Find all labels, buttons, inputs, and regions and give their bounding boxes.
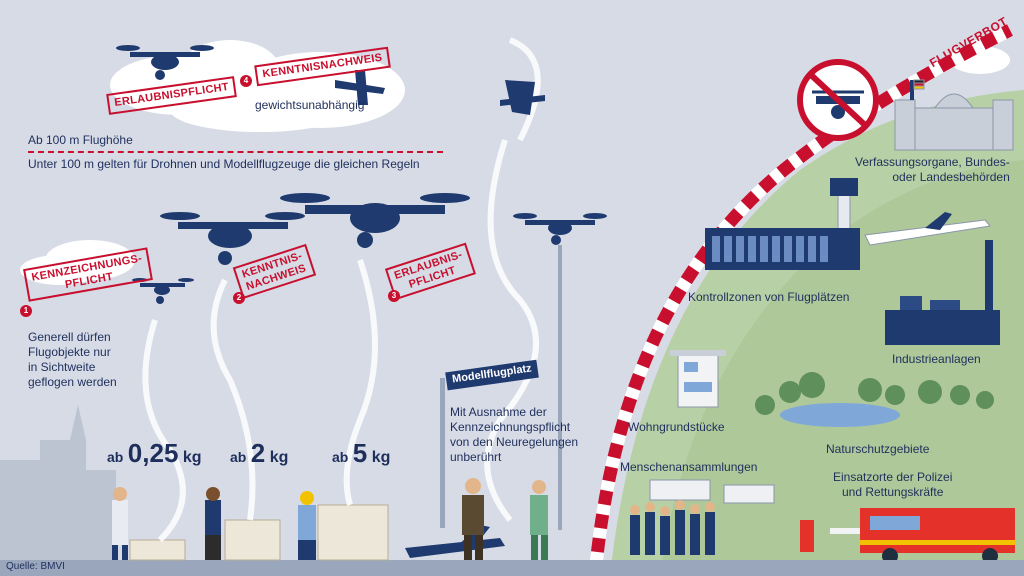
crowd xyxy=(630,479,775,555)
zone-government: Verfassungsorgane, Bundes- oder Landesbe… xyxy=(855,155,1010,185)
pedestals xyxy=(129,504,389,561)
model-plane-top xyxy=(335,70,385,105)
sight-rule-line3: in Sichtweite xyxy=(28,360,96,374)
nature-reserve xyxy=(755,372,994,427)
zone-government-line1: Verfassungsorgane, Bundes- xyxy=(855,155,1010,169)
weight-prefix: ab xyxy=(107,449,124,465)
sight-rule-text: Generell dürfen Flugobjekte nur in Sicht… xyxy=(28,330,117,390)
weight-threshold-2: ab 2 kg xyxy=(230,438,288,469)
model-plane-upside xyxy=(500,80,545,115)
zone-airports: Kontrollzonen von Flugplätzen xyxy=(688,290,850,304)
weight-threshold-3: ab 5 kg xyxy=(332,438,390,469)
zone-residential: Wohngrundstücke xyxy=(628,420,725,434)
sight-rule-line2: Flugobjekte nur xyxy=(28,345,111,359)
zone-government-line2: oder Landesbehörden xyxy=(892,170,1010,184)
weight-independent-note: gewichtsunabhängig xyxy=(255,98,365,112)
model-airfield-line2: Kennzeichnungspflicht xyxy=(450,420,571,434)
zone-industry: Industrieanlagen xyxy=(892,352,981,366)
model-airfield-text: Mit Ausnahme der Kennzeichnungspflicht v… xyxy=(450,405,578,465)
model-airfield-line4: unberührt xyxy=(450,450,502,464)
zone-emergency-line2: und Rettungskräfte xyxy=(841,485,944,499)
city-skyline xyxy=(0,405,116,576)
zone-emergency: Einsatzorte der Polizei und Rettungskräf… xyxy=(833,470,952,500)
residential-house xyxy=(670,350,726,408)
no-fly-boundary xyxy=(588,24,1013,576)
zone-nature: Naturschutzgebiete xyxy=(826,442,930,456)
weight-value: 2 xyxy=(250,438,266,468)
altitude-divider xyxy=(28,151,443,153)
weight-prefix: ab xyxy=(332,449,349,465)
stamp-number-4: 4 xyxy=(240,75,252,87)
source-credit: Quelle: BMVI xyxy=(6,561,65,572)
stamp-number-2: 2 xyxy=(233,292,245,304)
weight-threshold-1: ab 0,25 kg xyxy=(107,438,202,469)
weight-prefix: ab xyxy=(230,449,247,465)
drone-large xyxy=(280,193,470,248)
stamp-number-1: 1 xyxy=(20,305,32,317)
drone-small xyxy=(132,278,194,304)
no-fly-zone-inner xyxy=(660,160,1024,576)
sight-rule-line1: Generell dürfen xyxy=(28,330,111,344)
label-above-100m: Ab 100 m Flughöhe xyxy=(28,133,133,147)
weight-unit: kg xyxy=(371,449,391,466)
weight-value: 0,25 xyxy=(127,438,179,468)
model-airfield-line1: Mit Ausnahme der xyxy=(450,405,547,419)
stamp-number-3: 3 xyxy=(388,290,400,302)
weight-value: 5 xyxy=(352,438,368,468)
ambulance xyxy=(800,508,1015,564)
airport xyxy=(705,178,991,270)
zone-emergency-line1: Einsatzorte der Polizei xyxy=(833,470,953,484)
drone-airfield xyxy=(513,213,607,245)
drone-large-top xyxy=(116,45,214,80)
zone-crowds: Menschenansammlungen xyxy=(620,460,758,474)
government-building xyxy=(894,79,1014,151)
no-drone-sign xyxy=(797,59,879,141)
ground xyxy=(0,560,1024,576)
industry-plant xyxy=(885,240,1000,345)
pilots xyxy=(112,478,548,560)
model-airfield-pole xyxy=(440,245,562,530)
weight-unit: kg xyxy=(182,449,202,466)
drone-medium xyxy=(160,212,305,265)
sight-rule-line4: geflogen werden xyxy=(28,375,117,389)
model-airfield-line3: von den Neuregelungen xyxy=(450,435,579,449)
label-below-100m: Unter 100 m gelten für Drohnen und Model… xyxy=(28,157,420,171)
flight-trails xyxy=(142,37,541,543)
weight-unit: kg xyxy=(269,449,289,466)
